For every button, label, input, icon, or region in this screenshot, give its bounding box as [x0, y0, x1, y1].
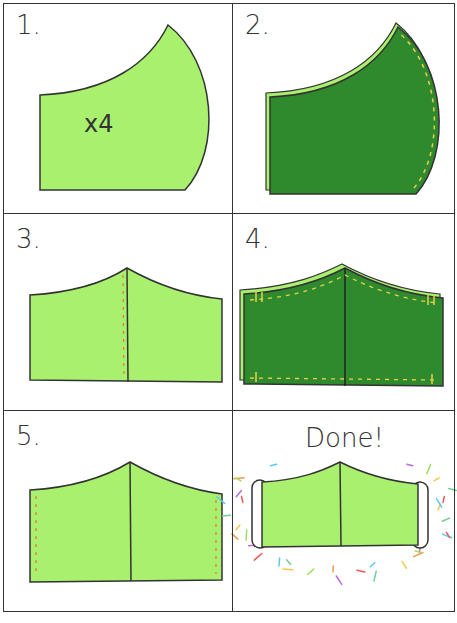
- confetti-stroke: [415, 551, 421, 552]
- step-number: 4.: [245, 226, 270, 252]
- center-seam: [130, 462, 131, 581]
- step-panel: 4.: [232, 213, 455, 411]
- stitch-line: [250, 275, 437, 303]
- center-seam: [127, 268, 128, 382]
- stitch-line: [123, 275, 124, 378]
- confetti-stroke: [402, 562, 406, 569]
- confetti-stroke: [442, 518, 449, 521]
- confetti-stroke: [308, 569, 314, 574]
- confetti-stroke: [283, 568, 293, 570]
- confetti-stroke: [236, 491, 241, 497]
- mask-outer: [244, 268, 443, 386]
- quantity-note: x4: [84, 112, 113, 136]
- confetti-stroke: [287, 560, 291, 565]
- confetti-stroke: [222, 515, 230, 517]
- confetti-stroke: [236, 525, 240, 530]
- stitch-ticks: [256, 292, 434, 384]
- step-number: 1.: [16, 12, 41, 38]
- finished-mask: [262, 462, 418, 547]
- done-heading: Done!: [305, 425, 384, 451]
- confetti-stroke: [370, 563, 375, 567]
- step-panel: 5.: [3, 410, 233, 612]
- stitch-line: [398, 32, 434, 188]
- confetti-stroke: [427, 464, 431, 473]
- mask-piece: [40, 25, 209, 190]
- mask-open: [30, 268, 222, 382]
- step-number: 5.: [16, 423, 41, 449]
- confetti-stroke: [434, 478, 439, 481]
- step-panel: 2.: [232, 3, 455, 214]
- step-panel: 1.: [3, 3, 233, 214]
- mask-turned: [30, 462, 222, 582]
- confetti-stroke: [245, 530, 247, 540]
- confetti-stroke: [254, 554, 261, 561]
- confetti-stroke: [336, 576, 341, 584]
- confetti-stroke: [407, 464, 413, 466]
- confetti-stroke: [449, 489, 457, 491]
- confetti-stroke: [271, 464, 277, 466]
- confetti-stroke: [357, 570, 365, 572]
- center-seam: [340, 462, 341, 546]
- mask-piece-front: [270, 27, 439, 194]
- center-seam: [344, 268, 346, 386]
- confetti-stroke: [236, 478, 241, 481]
- step-number: 3.: [16, 226, 41, 252]
- confetti-stroke: [414, 553, 423, 557]
- confetti-stroke: [242, 497, 243, 503]
- step-panel: 3.: [3, 213, 233, 411]
- stitch-line: [35, 496, 36, 576]
- confetti-stroke: [437, 499, 442, 508]
- stitch-line: [215, 500, 216, 574]
- step-number: 2.: [245, 12, 270, 38]
- confetti-stroke: [332, 566, 334, 572]
- confetti-stroke: [443, 497, 444, 503]
- stitch-line: [250, 378, 437, 380]
- confetti-stroke: [374, 571, 376, 581]
- step-panel: Done!: [232, 410, 455, 612]
- confetti-stroke: [217, 497, 225, 503]
- confetti-stroke: [278, 558, 280, 566]
- confetti-stroke: [446, 532, 449, 537]
